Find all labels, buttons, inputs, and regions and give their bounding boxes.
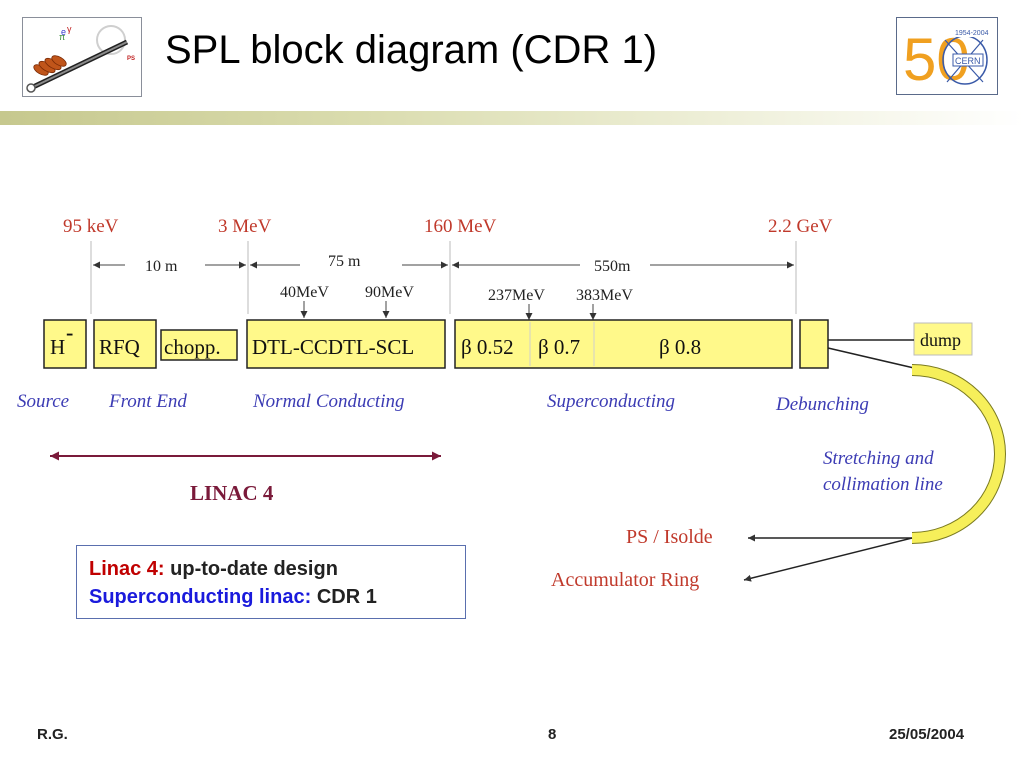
- marker-label-90: 90MeV: [365, 284, 414, 301]
- svg-text:PS: PS: [127, 56, 135, 62]
- title-underline-bar: [0, 111, 1024, 125]
- footer-page-number: 8: [548, 726, 557, 743]
- info-value-linac4: up-to-date design: [170, 558, 338, 580]
- section-label-superconducting: Superconducting: [547, 391, 675, 412]
- dump-block: [913, 322, 973, 356]
- svg-text:e: e: [61, 27, 66, 37]
- info-value-sc-linac: CDR 1: [316, 586, 377, 608]
- section-label-debunching: Debunching: [775, 394, 869, 415]
- rfq-block: [93, 319, 157, 369]
- footer-date: 25/05/2004: [889, 726, 965, 743]
- transfer-line-label-2: collimation line: [823, 474, 943, 495]
- distance-label-sc: 550m: [594, 258, 631, 275]
- beta-08-label: β 0.8: [659, 335, 701, 359]
- dtl-block: [246, 319, 446, 369]
- slide-title: SPL block diagram (CDR 1): [165, 28, 658, 72]
- dump-label: dump: [920, 330, 961, 350]
- section-label-source: Source: [17, 391, 69, 412]
- energy-label-sc: 2.2 GeV: [768, 216, 833, 237]
- h-minus-label: H: [50, 335, 65, 359]
- svg-text:1954-2004: 1954-2004: [955, 30, 989, 37]
- linac4-label: LINAC 4: [190, 481, 274, 505]
- ps-logo: e γ π PS: [22, 17, 142, 97]
- section-label-normal-conducting: Normal Conducting: [252, 391, 404, 412]
- info-box: Linac 4: up-to-date design Superconducti…: [76, 545, 466, 619]
- transfer-line-label-1: Stretching and: [823, 448, 934, 469]
- beta-07-label: β 0.7: [538, 335, 580, 359]
- info-key-sc-linac: Superconducting linac:: [89, 586, 312, 608]
- beta-052-label: β 0.52: [461, 335, 514, 359]
- accumulator-ring-arrow: [743, 537, 913, 582]
- energy-label-source: 95 keV: [63, 216, 119, 237]
- footer-author: R.G.: [37, 726, 68, 743]
- info-line-linac4: Linac 4: up-to-date design: [89, 555, 465, 583]
- rfq-label: RFQ: [99, 335, 140, 359]
- marker-label-383: 383MeV: [576, 287, 633, 304]
- h-minus-charge: -: [66, 320, 73, 345]
- transfer-line-start: [827, 347, 915, 369]
- distance-label-nc: 75 m: [328, 253, 361, 270]
- transfer-arc: [911, 365, 1005, 543]
- info-key-linac4: Linac 4:: [89, 558, 165, 580]
- energy-label-rfq: 3 MeV: [218, 216, 272, 237]
- marker-label-40: 40MeV: [280, 284, 329, 301]
- source-block: [43, 319, 87, 369]
- svg-text:π: π: [59, 32, 65, 42]
- distance-label-front: 10 m: [145, 258, 178, 275]
- cern-50-logo: 50 1954-2004 CERN: [896, 17, 998, 95]
- energy-label-nc: 160 MeV: [424, 216, 497, 237]
- section-label-front-end: Front End: [108, 391, 187, 412]
- sc-linac-block: [454, 319, 793, 369]
- dtl-label: DTL-CCDTL-SCL: [252, 335, 414, 359]
- destination-accumulator-ring: Accumulator Ring: [551, 569, 699, 591]
- info-line-sc-linac: Superconducting linac: CDR 1: [89, 583, 465, 611]
- marker-label-237: 237MeV: [488, 287, 545, 304]
- chopper-label: chopp.: [164, 335, 221, 359]
- destination-ps-isolde: PS / Isolde: [626, 526, 713, 548]
- svg-text:γ: γ: [67, 24, 72, 34]
- chopper-block: [160, 329, 238, 361]
- debuncher-block: [799, 319, 829, 369]
- svg-text:CERN: CERN: [955, 56, 981, 66]
